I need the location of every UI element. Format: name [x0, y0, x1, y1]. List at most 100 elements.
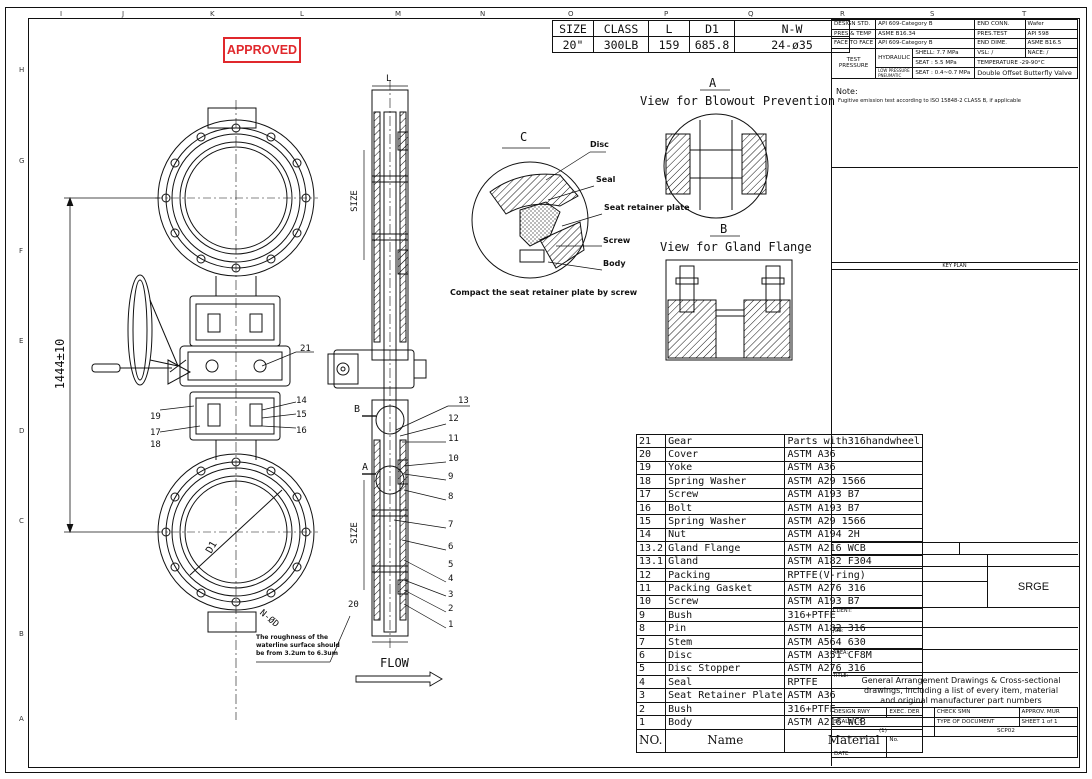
view-b-gland-flange — [665, 235, 793, 361]
client-label: CLIENT: — [833, 607, 1078, 628]
parts-header-name: Name — [665, 728, 786, 753]
part-number: 3 — [635, 688, 667, 703]
detail-c — [471, 147, 606, 279]
zone-row-2: G — [19, 157, 25, 165]
part-number: 18 — [635, 474, 667, 489]
part-name: Seat Retainer Plate — [665, 688, 786, 703]
detail-c-label-retainer: Seat retainer plate — [604, 203, 690, 212]
drawing-border — [5, 7, 1087, 773]
spec-table: SIZE CLASS L D1 N-W 20" 300LB 159 685.8 … — [552, 20, 850, 53]
pres-temp-value: ASME B16.34 — [875, 28, 976, 40]
callout-2: 2 — [448, 604, 454, 614]
part-name: Screw — [665, 594, 786, 610]
callout-6: 6 — [448, 542, 454, 552]
key-plan-label: KEY PLAN — [831, 262, 1078, 270]
note-divider — [831, 167, 1078, 168]
zone-col-9: Q — [748, 10, 754, 18]
lower-flange-view — [155, 440, 318, 633]
callout-21: 21 — [300, 344, 311, 354]
valve-drawing — [64, 80, 793, 720]
view-b-title: View for Gland Flange — [660, 240, 812, 254]
part-name: Bolt — [665, 500, 786, 516]
callout-18: 18 — [150, 440, 161, 450]
zone-col-8: P — [664, 10, 669, 18]
callout-16: 16 — [296, 426, 307, 436]
end-dime-value: ASME B16.5 — [1024, 38, 1079, 49]
end-dime-label: END DIME. — [974, 38, 1026, 49]
document-number: SCP02 — [933, 726, 1079, 737]
valve-type: Double Offset Butterfly Valve — [974, 66, 1078, 79]
view-a-letter: A — [709, 76, 717, 90]
zone-col-12: T — [1022, 10, 1027, 18]
company-box: SRGE — [987, 566, 1079, 608]
face-value: API 609-Category B — [875, 38, 976, 49]
part-number: 11 — [635, 581, 667, 596]
upper-flange-view — [155, 100, 318, 720]
part-number: 10 — [635, 594, 667, 610]
view-a-blowout — [663, 89, 769, 219]
part-number: 12 — [635, 567, 667, 583]
part-name: Packing — [665, 567, 786, 583]
spec-class: 300LB — [593, 36, 649, 53]
part-name: Spring Washer — [665, 514, 786, 529]
spec-header-size: SIZE — [552, 20, 594, 37]
callout-9: 9 — [448, 472, 454, 482]
low-pressure-label: LOW PRESSURE PNEUMATIC — [875, 66, 914, 79]
spec-nw: 24-ø35 — [734, 36, 850, 53]
part-name: Spring Washer — [665, 474, 786, 489]
scale: SCALE 1:5 — [831, 716, 935, 728]
spec-info-table: DESIGN STD. API 609-Category B END CONN.… — [830, 19, 1079, 79]
callout-1: 1 — [448, 620, 454, 630]
part-name: Seal — [665, 675, 786, 690]
test-pressure-label: TEST PRESSURE — [830, 47, 877, 79]
part-name: Disc Stopper — [665, 661, 786, 677]
zone-row-5: D — [19, 427, 25, 435]
part-name: Packing Gasket — [665, 581, 786, 596]
zone-col-4: L — [300, 10, 304, 18]
zone-col-6: N — [480, 10, 486, 18]
zone-col-3: K — [210, 10, 215, 18]
view-a-title: View for Blowout Prevention — [640, 94, 836, 108]
zone-row-3: F — [19, 247, 24, 255]
drawing-inner-border — [28, 18, 1080, 768]
approval-table: DESIGN RWY EXEC. DER CHECK SMN APPROV. M… — [830, 707, 1079, 758]
part-name: Stem — [665, 634, 786, 650]
vsl-value: VSL: / — [974, 47, 1026, 59]
zone-row-4: E — [19, 337, 24, 345]
zone-col-11: S — [930, 10, 935, 18]
callout-8: 8 — [448, 492, 454, 502]
pres-temp-label: PRES.& TEMP — [830, 28, 877, 40]
callout-7: 7 — [448, 520, 454, 530]
part-name: Gland — [665, 554, 786, 569]
zone-col-2: J — [122, 10, 125, 18]
side-section-view — [327, 80, 427, 650]
callout-15: 15 — [296, 410, 307, 420]
note-text: Fugitive emission test according to ISO … — [838, 98, 1021, 104]
drawing-title: General Arrangement Drawings & Cross-sec… — [861, 676, 1061, 705]
seat-low-value: SEAT : 0.4~0.7 MPa — [912, 66, 976, 79]
flow-label: FLOW — [380, 656, 409, 670]
doc-type: TYPE OF DOCUMENT — [933, 716, 1020, 728]
detail-c-label-screw: Screw — [603, 236, 631, 245]
part-name: Bush — [665, 701, 786, 717]
part-name: Cover — [665, 447, 786, 462]
detail-c-label-body: Body — [603, 259, 626, 268]
revision: (1) — [831, 726, 935, 737]
dimension-1444: 1444±10 — [53, 338, 67, 390]
zone-col-5: M — [395, 10, 402, 18]
section-a-label: A — [362, 462, 369, 473]
roughness-note: The roughness of the waterline surface s… — [256, 634, 340, 657]
sheet: SHEET 1 of 1 — [1018, 716, 1078, 728]
part-name: Screw — [665, 487, 786, 502]
pres-test-label: PRES.TEST — [974, 28, 1026, 40]
part-number: 16 — [635, 500, 667, 516]
end-conn-label: END CONN. — [974, 19, 1026, 30]
part-number: 15 — [635, 514, 667, 529]
part-name: Body — [665, 715, 786, 730]
